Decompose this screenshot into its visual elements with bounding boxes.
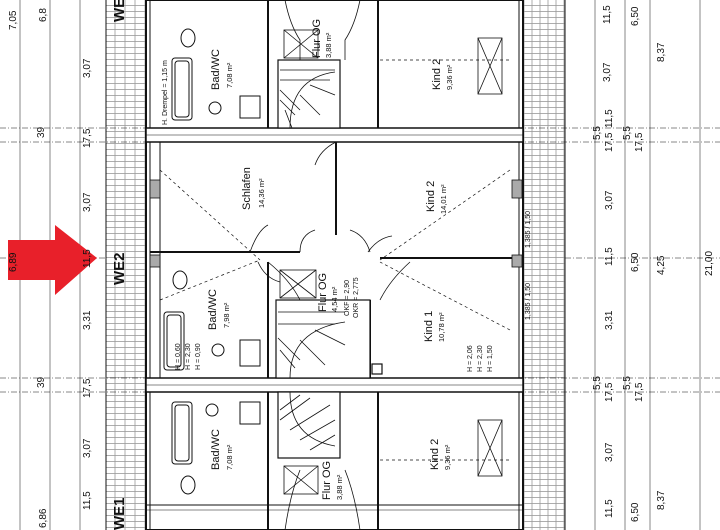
dim-right-837b: 8,37 (656, 490, 667, 510)
room-name-flur-bot: Flur OG (321, 461, 333, 500)
dim-left-175a: 17,5 (82, 128, 93, 148)
bath-height-2: H = 2,30 (185, 343, 192, 370)
dim-left-39a: 39 (36, 126, 47, 138)
dim-right-307a: 3,07 (602, 62, 613, 82)
height-note-2: H = 2,30 (477, 345, 484, 372)
skylights (477, 37, 503, 477)
staircase-bottom (277, 391, 361, 530)
staircase-top (277, 0, 361, 129)
room-name-kind2-top: Kind 2 (431, 59, 443, 90)
drempel-note: H. Drempel = 1,15 m (162, 60, 169, 125)
slope-lines (159, 59, 511, 461)
height-note-3: H = 1,50 (487, 345, 494, 372)
room-area-kind2-top: 9,36 m² (445, 64, 454, 90)
okf-annotation: OKF = 2,90 (344, 280, 351, 316)
dim-right-650b: 6,50 (630, 252, 641, 272)
dim-left-68: 6,8 (38, 8, 49, 22)
room-area-flur-top: 3,88 m² (324, 32, 333, 58)
door-swings (249, 141, 393, 283)
dim-left-39b: 39 (36, 376, 47, 388)
dim-right-2100: 21,00 (704, 251, 715, 276)
room-name-flur-top: Flur OG (311, 19, 323, 58)
red-arrow-marker (8, 225, 97, 295)
posts (149, 179, 523, 268)
dim-right-331: 3,31 (604, 310, 615, 330)
staircase-mid (267, 229, 411, 379)
dim-left-331: 3,31 (82, 310, 93, 330)
height-note-1: H = 2,06 (467, 345, 474, 372)
room-area-flur-mid: 4,54 m² (330, 286, 339, 312)
dim-left-115b: 11,5 (82, 491, 93, 510)
dim-right-175a: 17,5 (604, 132, 615, 152)
dim-right-115d: 11,5 (604, 109, 615, 128)
okr-annotation: OKR = 2,775 (353, 277, 360, 318)
room-name-flur-mid: Flur OG (317, 273, 329, 312)
room-area-kind1: 10,78 m² (437, 312, 446, 342)
room-name-bad-mid: Bad/WC (207, 289, 219, 330)
room-name-bad-top: Bad/WC (210, 49, 222, 90)
room-area-bad-mid: 7,98 m² (222, 302, 231, 328)
dim-right-650c: 6,50 (630, 502, 641, 522)
dim-right-115c: 11,5 (604, 499, 615, 518)
dim-right-175d: 17,5 (634, 382, 645, 402)
dim-right-55a: 5,5 (592, 126, 603, 140)
room-name-kind1: Kind 1 (423, 311, 435, 342)
unit-label-we2: WE2 (111, 252, 128, 285)
dim-right-115b: 11,5 (604, 247, 615, 266)
dim-right-425: 4,25 (656, 255, 667, 275)
walls (145, 0, 524, 530)
dim-left-686: 6,86 (38, 508, 49, 528)
dim-right-115a: 11,5 (602, 5, 613, 24)
unit-label-we3: WE3 (111, 0, 128, 22)
unit-label-we1: WE1 (111, 497, 128, 530)
room-area-kind2-mid: 14,01 m² (439, 184, 448, 214)
room-name-kind2-mid: Kind 2 (425, 181, 437, 212)
dim-left-307a: 3,07 (82, 58, 93, 78)
bath-fixtures (163, 28, 261, 495)
bath-height-3: H = 0,90 (195, 343, 202, 370)
roof-strip-right (523, 0, 565, 530)
window-note-2: 1,385 / 1,50 (525, 283, 532, 320)
dim-right-307b: 3,07 (604, 190, 615, 210)
bath-height-1: H = 0,60 (175, 343, 182, 370)
dim-left-307b: 3,07 (82, 192, 93, 212)
room-area-bad-bot: 7,08 m² (225, 444, 234, 470)
dim-left-115a: 11,5 (82, 249, 93, 268)
dim-left-689: 6,89 (8, 252, 19, 272)
dim-left-307c: 3,07 (82, 438, 93, 458)
dim-right-175c: 17,5 (604, 382, 615, 402)
dim-left-705: 7,05 (8, 10, 19, 30)
dim-right-55b: 5,5 (622, 126, 633, 140)
room-area-schlafen: 14,36 m² (257, 178, 266, 208)
dim-right-175b: 17,5 (634, 132, 645, 152)
window-note-1: 1,385 / 1,50 (525, 211, 532, 248)
room-area-kind2-bot: 9,36 m² (443, 444, 452, 470)
dim-right-307c: 3,07 (604, 442, 615, 462)
roof-strip-left (106, 0, 146, 530)
dim-right-837a: 8,37 (656, 42, 667, 62)
room-name-kind2-bot: Kind 2 (429, 439, 441, 470)
dim-left-175b: 17,5 (82, 378, 93, 398)
room-area-flur-bot: 3,88 m² (335, 474, 344, 500)
dim-right-55d: 5,5 (622, 376, 633, 390)
dim-right-55c: 5,5 (592, 376, 603, 390)
room-name-bad-bot: Bad/WC (210, 429, 222, 470)
room-area-bad-top: 7,08 m² (225, 62, 234, 88)
room-name-schlafen: Schlafen (241, 167, 253, 210)
dim-right-650a: 6,50 (630, 6, 641, 26)
